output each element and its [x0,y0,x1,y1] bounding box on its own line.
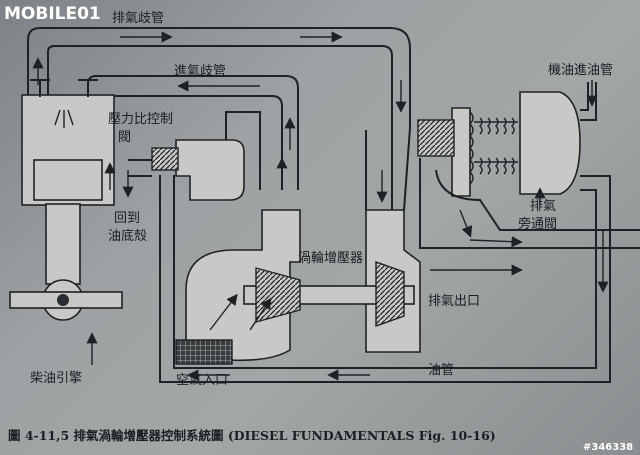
pressure-ratio-valve-label-1: 壓力比控制 [108,112,173,127]
diesel-engine-label: 柴油引擎 [30,371,82,386]
wastegate-label-2: 旁通閥 [518,216,557,232]
oil-line [159,175,611,383]
diagram-labels: 排氣歧管 進氣歧管 壓力比控制 閥 回到 油底殼 渦輪增壓器 機油進油管 排氣 … [30,11,613,388]
intake-manifold-label: 進氣歧管 [174,64,226,79]
watermark-logo: MOBILE01 [4,4,101,24]
return-label-2: 油底殼 [108,228,147,244]
oil-inlet-label: 機油進油管 [548,63,613,78]
exhaust-manifold-label: 排氣歧管 [112,11,164,26]
watermark-logo-text: MOBILE01 [4,4,101,24]
diesel-engine [9,79,123,365]
turbocharger [175,127,421,365]
wastegate-label-1: 排氣 [530,199,556,214]
figure-caption: 圖 4-11,5 排氣渦輪增壓器控制系統圖 (DIESEL FUNDAMENTA… [8,428,496,443]
exhaust-manifold-pipe [27,27,411,128]
watermark-id: #346338 [583,442,633,453]
air-inlet-label: 空氣入口 [176,373,228,388]
wastegate-valve [417,80,640,276]
oil-pipe-label: 油管 [428,363,454,378]
return-label-1: 回到 [114,211,140,226]
exhaust-outlet-label: 排氣出口 [428,294,480,309]
pressure-ratio-valve-label-2: 閥 [118,130,131,145]
pressure-ratio-valve [104,111,261,201]
turbocharger-label: 渦輪增壓器 [298,250,363,266]
